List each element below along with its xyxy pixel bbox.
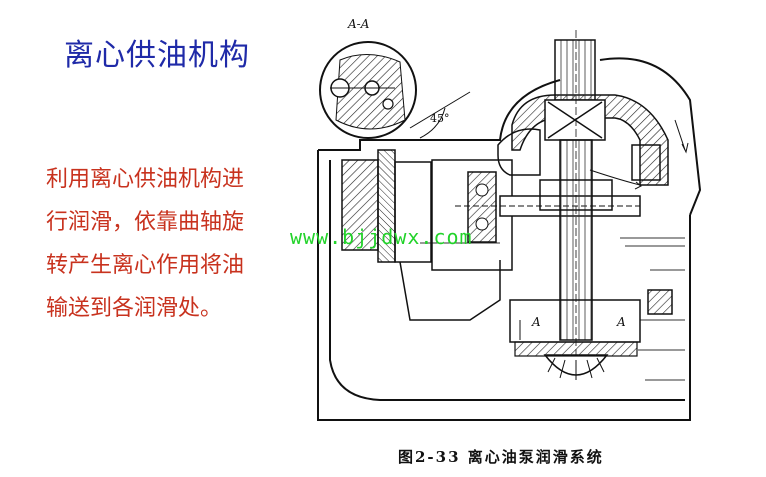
bearing-housing xyxy=(341,149,513,321)
section-marker-right: A xyxy=(616,315,626,329)
crankcase-shell xyxy=(317,57,702,421)
key-block xyxy=(647,289,673,315)
description-text: 利用离心供油机构进 行润滑，依靠曲轴旋 转产生离心作用将油 输送到各润滑处。 xyxy=(46,158,286,330)
description-line: 行润滑，依靠曲轴旋 xyxy=(46,210,245,235)
roller-bearing xyxy=(467,171,497,243)
section-label: A-A xyxy=(347,17,370,31)
oil-level-lines xyxy=(420,237,685,381)
section-a-a-detail xyxy=(319,41,471,139)
figure-caption: 图2-33 离心油泵润滑系统 xyxy=(398,448,604,466)
description-line: 利用离心供油机构进 xyxy=(46,167,245,192)
oil-flow-arrows xyxy=(519,119,689,340)
description-line: 输送到各润滑处。 xyxy=(46,296,223,321)
page-title: 离心供油机构 xyxy=(64,38,250,73)
angle-label: 45° xyxy=(430,112,450,125)
section-marker-left: A xyxy=(531,315,541,329)
description-line: 转产生离心作用将油 xyxy=(46,253,245,278)
watermark: www.bjjdwx.com xyxy=(290,225,473,249)
vertical-shaft xyxy=(509,30,641,360)
oil-slinger xyxy=(514,341,638,380)
